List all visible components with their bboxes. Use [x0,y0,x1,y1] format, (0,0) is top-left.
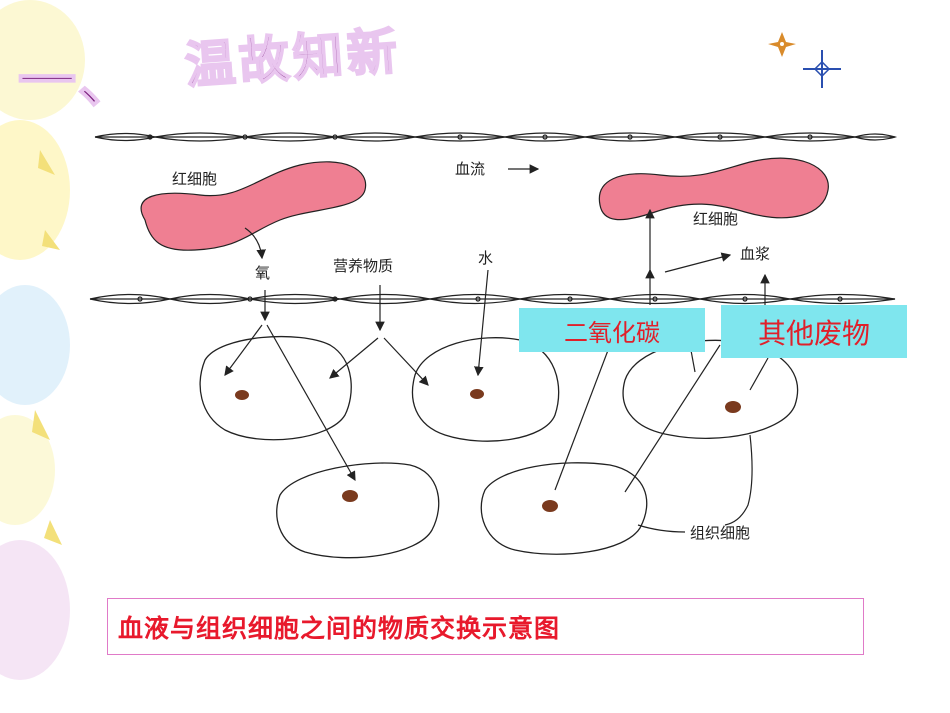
pointer-line [624,344,721,493]
pointer-line [637,524,686,533]
cell-nucleus [542,500,558,512]
arrow-oxygen [224,324,263,376]
label-water: 水 [478,249,494,267]
tissue-cell [411,337,560,442]
label-tissue-cells: 组织细胞 [690,524,751,542]
label-nutrients: 营养物质 [333,257,394,275]
cell-nucleus [235,390,249,400]
label-waste-highlight: 其他废物 [721,305,907,358]
label-rbc-left: 红细胞 [172,170,218,188]
cell-nucleus [342,490,358,502]
label-blood-flow: 血流 [455,160,486,178]
tissue-cell [480,462,648,555]
pointer-line [749,357,769,391]
sparkle-icon [768,32,796,57]
red-blood-cell-left [140,161,367,251]
arrow-nutrients [329,337,379,379]
tissue-cell [199,336,352,441]
pointer-line [554,344,611,491]
label-oxygen: 氧 [255,264,271,282]
title-number: 一、 [17,46,139,116]
arrow-water [474,269,489,377]
cell-nucleus [470,389,484,399]
capillary-wall-bottom [89,293,896,305]
diagram-caption: 血液与组织细胞之间的物质交换示意图 [107,598,864,655]
arrow-oxygen [266,324,356,482]
balloon-decoration [0,0,85,680]
cell-nucleus [725,401,741,413]
capillary-wall-top [94,132,898,142]
sparkle-icon [803,50,841,88]
red-blood-cell-right [598,157,829,221]
arrow-nutrients [383,337,429,386]
pointer-line [724,434,753,526]
arrow-oxygen [244,227,266,260]
label-rbc-right: 红细胞 [693,210,739,228]
tissue-cell [276,462,440,559]
label-plasma: 血浆 [740,245,771,263]
label-co2-highlight: 二氧化碳 [519,308,705,352]
arrow-to-plasma [664,252,732,273]
